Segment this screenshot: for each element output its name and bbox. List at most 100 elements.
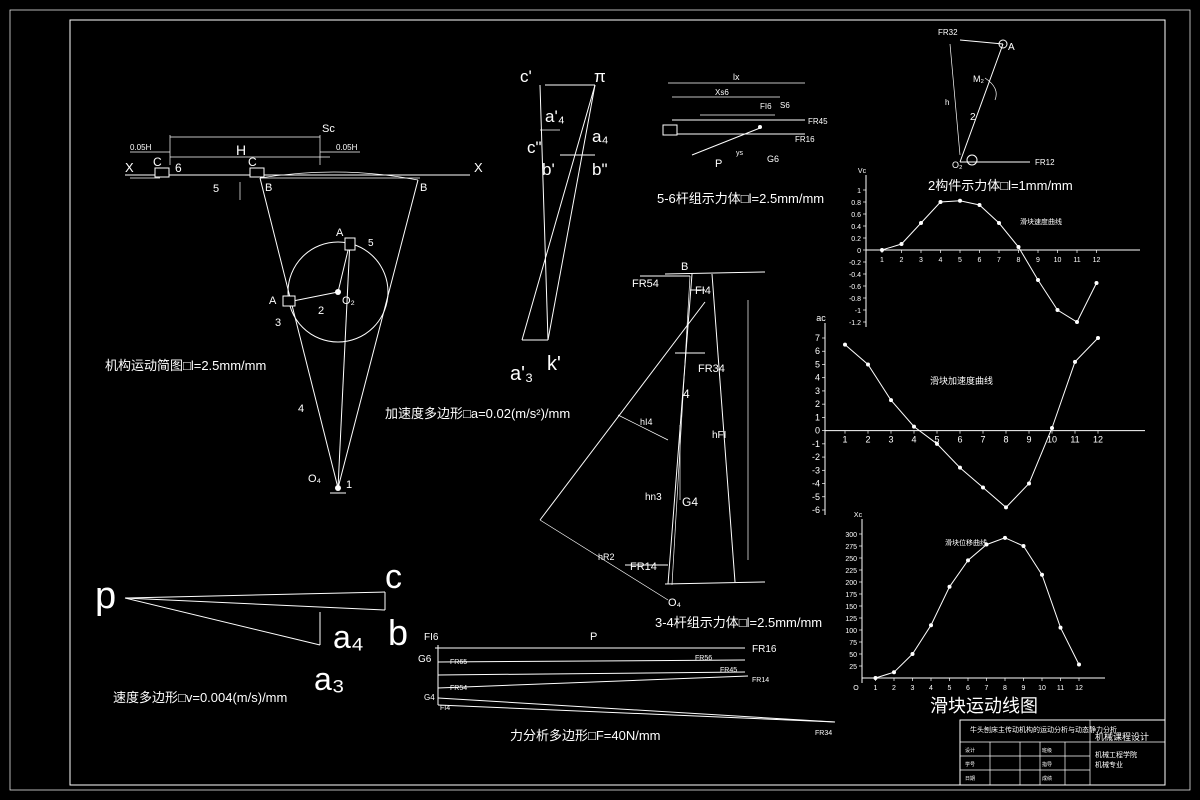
g56-label-s6: S6 — [780, 101, 790, 110]
mech-label-c1: C — [153, 155, 162, 169]
g34-label-hfi: hFI — [712, 430, 726, 441]
chart-data-point — [1055, 308, 1060, 312]
tb-dept: 机械工程学院 — [1095, 750, 1137, 759]
chart-data-point — [958, 198, 962, 203]
m2-link — [959, 43, 1004, 163]
mech-label-5-bottom: 5 — [213, 183, 219, 195]
m2-label-m2: M₂ — [973, 74, 984, 84]
chart-data-point — [958, 465, 962, 470]
chart-y-label: ac — [816, 313, 826, 323]
chart-x-tick-label: 3 — [919, 257, 923, 264]
chart-x-tick-label: 7 — [997, 257, 1001, 264]
slider-c-right — [249, 167, 265, 178]
chart-y-label: Xc — [854, 512, 863, 519]
pivot-o2 — [335, 289, 341, 295]
chart-data-point — [919, 221, 923, 225]
g34-label-fr54: FR54 — [632, 278, 659, 290]
tb-cell-0: 设计 — [965, 747, 975, 754]
accel-label-c-prime: c' — [520, 67, 532, 86]
chart-y-tick-label: -6 — [812, 505, 820, 515]
link4-left — [259, 177, 339, 489]
chart-x-tick-label: 4 — [939, 257, 943, 264]
g34-label-4: 4 — [683, 387, 690, 401]
chart-y-tick-label: -3 — [812, 465, 820, 475]
chart-y-tick-label: 275 — [845, 544, 857, 551]
chart-data-point — [866, 362, 870, 367]
chart-y-tick-label: 125 — [845, 616, 857, 623]
chart-series-line — [844, 337, 1099, 509]
chart-x-tick-label: 4 — [911, 435, 916, 445]
m2-label-a: A — [1008, 42, 1015, 53]
crank-o2a-left — [287, 291, 339, 303]
chart-x-tick-label: 8 — [1003, 685, 1007, 692]
accel-label-c-dprime: c" — [527, 138, 542, 157]
vel-label-b: b — [388, 612, 408, 653]
g56-label-fr45: FR45 — [808, 117, 828, 126]
mech-label-005h-right: 0.05H — [336, 143, 358, 152]
velocity-caption: 速度多边形□v=0.004(m/s)/mm — [113, 690, 287, 705]
chart-y-tick-label: 50 — [849, 652, 857, 659]
chart-data-point — [880, 248, 884, 252]
m2-joint-o2 — [966, 154, 978, 166]
chart-series-line — [875, 537, 1080, 679]
chart-data-point — [912, 424, 916, 429]
chart-x-tick-label: 10 — [1038, 685, 1046, 692]
fp-label-fi6: FI6 — [424, 632, 439, 643]
link5-curve — [259, 171, 419, 181]
chart-y-tick-label: 225 — [845, 568, 857, 575]
chart-y-label: Vc — [858, 168, 867, 175]
vel-label-a3: a₃ — [314, 661, 345, 697]
chart-data-point — [935, 441, 939, 446]
mech-label-b1: B — [265, 182, 272, 194]
fp-label-g6: G6 — [418, 654, 432, 665]
g34-hr2-dim — [539, 519, 669, 601]
g56-s6-point — [758, 125, 762, 129]
chart-title: 滑块速度曲线 — [1020, 217, 1062, 226]
chart-x-tick-label: 6 — [957, 435, 962, 445]
m2-label-h: h — [945, 98, 949, 107]
accel-label-k-prime: k' — [547, 353, 561, 375]
chart-x-tick-label: 3 — [888, 435, 893, 445]
chart-y-tick-label: 3 — [815, 386, 820, 396]
g34-label-fr34: FR34 — [698, 363, 725, 375]
member2-caption: 2构件示力体□l=1mm/mm — [928, 178, 1073, 193]
accel-label-a4: a₄ — [592, 127, 608, 146]
chart-y-tick-label: -0.4 — [849, 272, 861, 279]
chart-data-point — [1004, 505, 1008, 510]
chart-x-tick-label: 12 — [1075, 685, 1083, 692]
title-block: 牛头刨床主传动机构的运动分析与动态静力分析 机械课程设计 机械工程学院 机械专业… — [959, 719, 1166, 786]
chart-y-tick-label: -4 — [812, 479, 820, 489]
tb-cell-3: 指导 — [1042, 761, 1052, 768]
accel-label-a3-prime: a'₃ — [510, 363, 533, 385]
accel-pi-a3 — [521, 84, 596, 341]
member2-diagram: FR32 A M₂ 2 h O₂ FR12 2构件示力体□l=1mm/mm — [928, 28, 1073, 193]
fp-label-p: P — [590, 631, 597, 643]
vel-label-p: p — [95, 575, 116, 617]
fp-label-fr45: FR45 — [720, 667, 737, 674]
slider-3-left — [282, 295, 296, 307]
mech-label-o2: O₂ — [342, 295, 355, 307]
chart-data-point — [1094, 281, 1099, 285]
chart-data-point — [997, 221, 1001, 225]
g56-slider-box — [662, 124, 678, 136]
chart-y-tick-label: 100 — [845, 628, 857, 635]
chart-y-tick-label: 4 — [815, 373, 820, 383]
chart-data-point — [843, 342, 847, 347]
chart-x-tick-label: 5 — [958, 257, 962, 264]
chart-y-tick-label: 75 — [849, 640, 857, 647]
tb-course: 机械课程设计 — [1095, 731, 1149, 742]
chart-x-tick-label: 6 — [978, 257, 982, 264]
chart-y-tick-label: 0.8 — [851, 200, 861, 207]
g34-bottom-line — [664, 581, 766, 585]
inner-border — [69, 19, 1166, 786]
chart-y-tick-label: -2 — [812, 452, 820, 462]
chart-data-point — [1040, 572, 1044, 577]
slider-3-top — [344, 237, 356, 251]
chart-title: 滑块加速度曲线 — [930, 375, 993, 386]
mechanism-diagram: X X C C 6 H Sc 0.05H 0.05H 5 B B A 5 A 3… — [105, 123, 483, 494]
crank-circle — [287, 241, 389, 343]
chart-data-point — [984, 542, 989, 547]
chart-data-point — [1075, 320, 1079, 324]
chart-x-tick-label: 11 — [1073, 257, 1080, 264]
